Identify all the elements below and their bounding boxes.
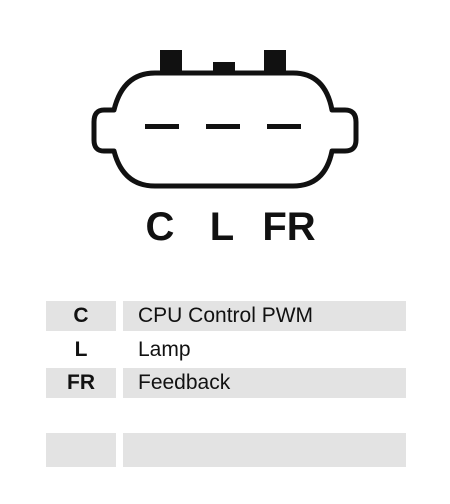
pin-description bbox=[123, 433, 406, 467]
connector-tab-left bbox=[160, 50, 182, 74]
pin-dash-l bbox=[206, 124, 240, 129]
pin-description: Lamp bbox=[138, 338, 191, 361]
connector-tab-right bbox=[264, 50, 286, 74]
connector-diagram: C L FR bbox=[91, 50, 359, 249]
pin-dash-fr bbox=[267, 124, 301, 129]
pin-code: C bbox=[46, 301, 116, 331]
connector-housing bbox=[91, 70, 359, 189]
pin-code: FR bbox=[46, 368, 116, 398]
pin-dash-c bbox=[145, 124, 179, 129]
pin-table-row: L Lamp bbox=[46, 335, 406, 365]
pin-code: L bbox=[74, 338, 88, 361]
pin-description: CPU Control PWM bbox=[123, 301, 406, 331]
pin-code bbox=[46, 433, 116, 467]
pin-label-c: C bbox=[146, 205, 175, 249]
pin-label-fr: FR bbox=[262, 205, 315, 249]
pin-table-row-empty bbox=[46, 433, 406, 467]
pin-description: Feedback bbox=[123, 368, 406, 398]
pin-table-row: FR Feedback bbox=[46, 368, 406, 398]
pin-label-l: L bbox=[210, 205, 234, 249]
pin-table-row: C CPU Control PWM bbox=[46, 301, 406, 331]
